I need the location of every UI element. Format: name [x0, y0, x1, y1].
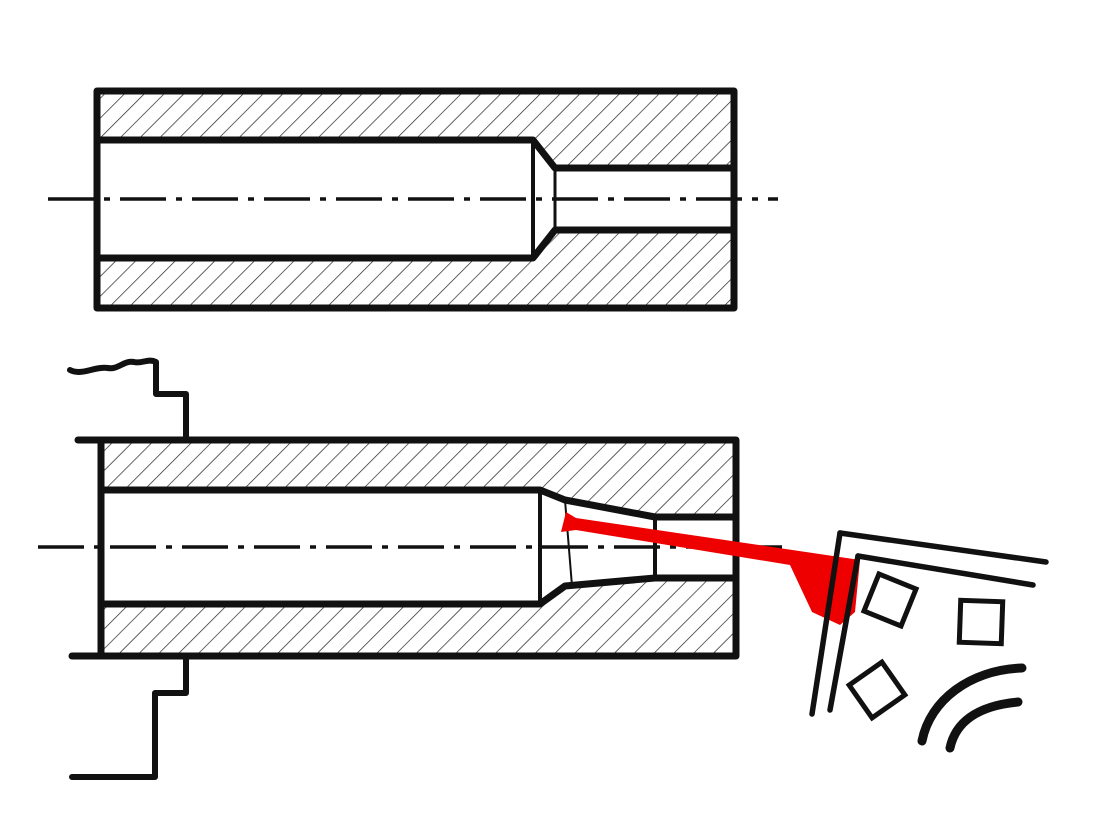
lower-step-hatch — [533, 230, 734, 260]
bore-outline-upper — [93, 136, 738, 172]
chuck-jaw-upper — [67, 357, 189, 443]
bore-lower-edge — [97, 574, 740, 608]
tool-holder — [809, 530, 1049, 753]
boring-operation-section — [38, 357, 1049, 780]
finished-part-section — [48, 87, 778, 312]
upper-step-hatch — [533, 138, 734, 168]
lower-wall-hatch — [97, 260, 734, 308]
tool-holder-clamp-blocks — [845, 570, 1006, 722]
chuck-jaw-lower — [69, 655, 189, 780]
upper-wall-hatch — [97, 91, 734, 138]
bore-lower-wall-hatch — [101, 606, 736, 656]
bore-upper-wall-hatch — [101, 440, 736, 488]
bore-outline-lower — [93, 226, 738, 262]
